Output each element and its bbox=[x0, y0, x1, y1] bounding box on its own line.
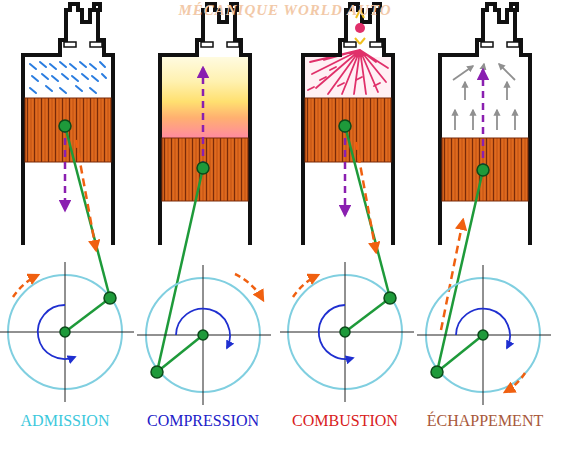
stroke-label: ADMISSION bbox=[21, 412, 110, 430]
compression-stroke-figure bbox=[137, 4, 271, 405]
power-stroke-figure bbox=[280, 4, 414, 402]
exhaust-stroke-figure bbox=[417, 4, 551, 405]
stroke-label: ÉCHAPPEMENT bbox=[427, 412, 543, 430]
intake-stroke-figure bbox=[0, 4, 134, 402]
watermark: MÉCANIQUE WORLD AUTO bbox=[178, 2, 391, 19]
stroke-label: COMBUSTION bbox=[292, 412, 398, 430]
stroke-label: COMPRESSION bbox=[147, 412, 259, 430]
